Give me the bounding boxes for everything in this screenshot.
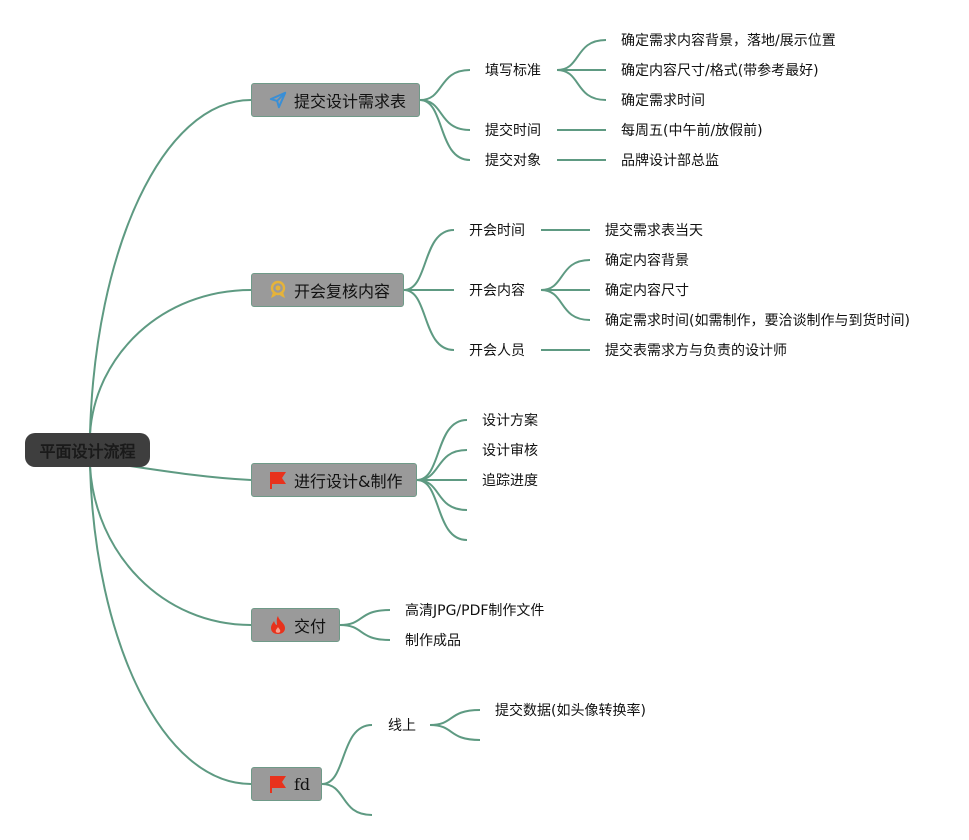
subtopic-meeting-members[interactable]: 开会人员 bbox=[469, 343, 525, 359]
subtopic-hd-files[interactable]: 高清JPG/PDF制作文件 bbox=[405, 603, 545, 619]
branch-node-delivery[interactable]: 交付 bbox=[251, 608, 340, 642]
connector-branch-subtopic bbox=[339, 624, 391, 641]
branch-label: 交付 bbox=[294, 617, 327, 636]
connector-branch-subtopic bbox=[321, 724, 373, 785]
leaf-topic[interactable]: 确定内容背景 bbox=[605, 253, 689, 269]
connector-branch-subtopic bbox=[416, 479, 468, 541]
red-flag-icon bbox=[268, 774, 288, 794]
connector-subtopic-leaf bbox=[556, 69, 607, 101]
connector-subtopic-leaf bbox=[556, 39, 607, 71]
branch-node-fd[interactable]: fd bbox=[251, 767, 322, 801]
connector-subtopic-leaf bbox=[429, 724, 481, 741]
award-ribbon-icon bbox=[268, 280, 288, 300]
subtopic-submit-target[interactable]: 提交对象 bbox=[485, 153, 541, 169]
connector-root-branch bbox=[89, 289, 252, 435]
connector-branch-subtopic bbox=[416, 449, 468, 481]
connector-root-branch bbox=[89, 465, 252, 626]
branch-label: 开会复核内容 bbox=[294, 282, 391, 301]
root-node[interactable]: 平面设计流程 bbox=[25, 433, 150, 467]
leaf-topic[interactable]: 每周五(中午前/放假前) bbox=[621, 123, 763, 139]
leaf-topic[interactable]: 提交需求表当天 bbox=[605, 223, 703, 239]
connector-branch-subtopic bbox=[339, 609, 391, 626]
connector-root-branch bbox=[129, 465, 252, 481]
paper-plane-icon bbox=[268, 90, 288, 110]
connector-root-branch bbox=[89, 99, 252, 435]
subtopic-finished-product[interactable]: 制作成品 bbox=[405, 633, 461, 649]
connector-subtopic-leaf bbox=[540, 289, 591, 321]
connector-root-branch bbox=[89, 465, 252, 785]
subtopic-submit-time[interactable]: 提交时间 bbox=[485, 123, 541, 139]
root-label: 平面设计流程 bbox=[39, 442, 136, 461]
branch-node-review-meeting[interactable]: 开会复核内容 bbox=[251, 273, 404, 307]
branch-label: fd bbox=[294, 774, 311, 794]
leaf-topic[interactable]: 提交表需求方与负责的设计师 bbox=[605, 343, 787, 359]
branch-node-design-production[interactable]: 进行设计&制作 bbox=[251, 463, 417, 497]
connector-branch-subtopic bbox=[321, 783, 373, 816]
subtopic-meeting-time[interactable]: 开会时间 bbox=[469, 223, 525, 239]
leaf-topic[interactable]: 确定需求内容背景，落地/展示位置 bbox=[621, 33, 836, 49]
subtopic-fill-standard[interactable]: 填写标准 bbox=[485, 63, 541, 79]
subtopic-design-plan[interactable]: 设计方案 bbox=[482, 413, 538, 429]
fire-icon bbox=[268, 615, 288, 635]
leaf-topic[interactable]: 确定内容尺寸/格式(带参考最好) bbox=[621, 63, 819, 79]
leaf-topic[interactable]: 品牌设计部总监 bbox=[621, 153, 719, 169]
subtopic-online[interactable]: 线上 bbox=[388, 718, 416, 734]
connector-branch-subtopic bbox=[419, 99, 471, 161]
red-flag-icon bbox=[268, 470, 288, 490]
branch-node-submit-request[interactable]: 提交设计需求表 bbox=[251, 83, 420, 117]
leaf-topic[interactable]: 提交数据(如头像转换率) bbox=[495, 703, 646, 719]
connector-branch-subtopic bbox=[403, 289, 455, 351]
connector-branch-subtopic bbox=[416, 419, 468, 481]
leaf-topic[interactable]: 确定需求时间 bbox=[621, 93, 705, 109]
connector-branch-subtopic bbox=[403, 229, 455, 291]
leaf-topic[interactable]: 确定需求时间(如需制作，要洽谈制作与到货时间) bbox=[605, 313, 910, 329]
subtopic-meeting-content[interactable]: 开会内容 bbox=[469, 283, 525, 299]
subtopic-track-progress[interactable]: 追踪进度 bbox=[482, 473, 538, 489]
branch-label: 进行设计&制作 bbox=[294, 472, 403, 491]
connector-subtopic-leaf bbox=[540, 259, 591, 291]
connector-branch-subtopic bbox=[419, 99, 471, 131]
connector-branch-subtopic bbox=[416, 479, 468, 511]
connector-subtopic-leaf bbox=[429, 709, 481, 726]
subtopic-design-review[interactable]: 设计审核 bbox=[482, 443, 538, 459]
connector-branch-subtopic bbox=[419, 69, 471, 101]
leaf-topic[interactable]: 确定内容尺寸 bbox=[605, 283, 689, 299]
branch-label: 提交设计需求表 bbox=[294, 92, 407, 111]
